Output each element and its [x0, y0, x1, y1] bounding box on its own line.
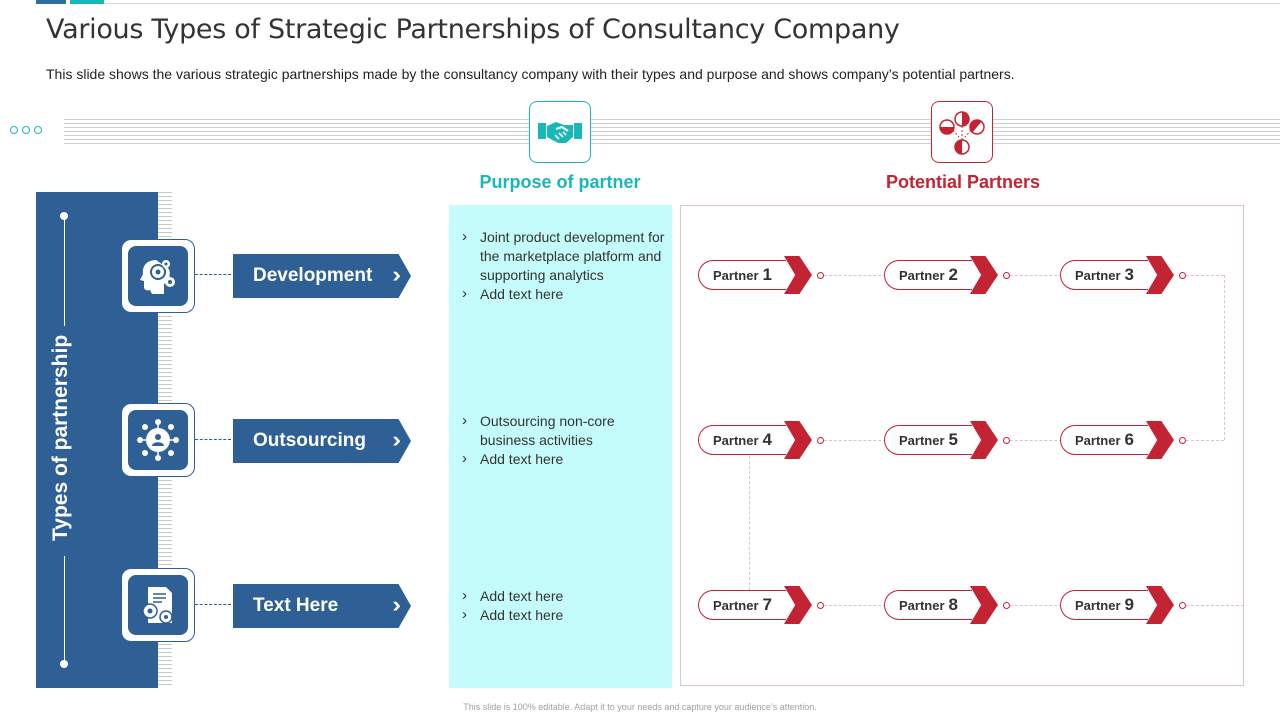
- decor-stripes: [64, 119, 1280, 145]
- partner-label: Partner: [1075, 597, 1121, 613]
- connector-dot: [1003, 602, 1010, 609]
- type-connector: [195, 274, 231, 275]
- connector-dot: [1003, 272, 1010, 279]
- connector-dot: [1179, 272, 1186, 279]
- purpose-list-development: Joint product development for the market…: [460, 227, 665, 304]
- top-accent-bar-teal: [70, 0, 104, 4]
- double-chevron-icon: ››: [392, 592, 400, 617]
- purpose-bullet: Add text here: [460, 605, 665, 625]
- purpose-bullet: Add text here: [460, 449, 665, 469]
- type-label: Text Here: [253, 595, 339, 616]
- partner-label: Partner: [713, 267, 759, 283]
- type-label: Development: [253, 265, 373, 286]
- purpose-bullet: Joint product development for the market…: [460, 227, 665, 285]
- connector-dot: [1179, 437, 1186, 444]
- partner-link: [1010, 275, 1062, 276]
- double-chevron-icon: ››: [392, 262, 400, 287]
- partners-heading: Potential Partners: [885, 172, 1041, 192]
- partner-link: [1010, 605, 1062, 606]
- purpose-bullet: Outsourcing non-core business activities: [460, 411, 665, 450]
- connector-dot: [1003, 437, 1010, 444]
- purpose-heading: Purpose of partner: [479, 172, 641, 192]
- types-heading: Types of partnership: [49, 334, 72, 541]
- type-connector: [195, 439, 231, 440]
- partner-link: [1186, 275, 1224, 276]
- partner-number: 6: [1124, 430, 1134, 449]
- partner-label: Partner: [899, 597, 945, 613]
- purpose-list-text-here: Add text here Add text here: [460, 586, 665, 625]
- partners-frame: [680, 205, 1244, 686]
- partner-label: Partner: [899, 432, 945, 448]
- decor-dots: [10, 126, 46, 136]
- partner-link: [1224, 275, 1225, 440]
- decor-dot: [22, 126, 30, 134]
- type-outsourcing: Outsourcing ››: [233, 419, 411, 463]
- partner-label: Partner: [899, 267, 945, 283]
- footer-note: This slide is 100% editable. Adapt it to…: [463, 702, 817, 712]
- page-subtitle: This slide shows the various strategic p…: [46, 66, 1015, 82]
- partner-link: [1186, 440, 1224, 441]
- partners-network-icon: [931, 101, 993, 163]
- connector-dot: [817, 602, 824, 609]
- document-gears-icon: [121, 568, 195, 642]
- type-text-here: Text Here ››: [233, 584, 411, 628]
- partner-label: Partner: [713, 432, 759, 448]
- panel-dot-bottom: [60, 660, 68, 668]
- partner-label: Partner: [1075, 432, 1121, 448]
- partner-link: [1010, 440, 1062, 441]
- brain-gears-icon: [121, 239, 195, 313]
- partner-number: 1: [762, 265, 772, 284]
- panel-line-top: [64, 216, 65, 326]
- partner-link: [824, 275, 886, 276]
- top-accent-bar-blue: [36, 0, 66, 4]
- partner-number: 9: [1124, 595, 1134, 614]
- connector-dot: [1179, 602, 1186, 609]
- partner-link: [824, 605, 886, 606]
- partner-link: [1186, 605, 1244, 606]
- purpose-bullet: Add text here: [460, 586, 665, 606]
- connector-dot: [817, 272, 824, 279]
- handshake-icon: [529, 101, 591, 163]
- top-divider: [104, 3, 1280, 4]
- partner-number: 2: [948, 265, 958, 284]
- partner-number: 3: [1124, 265, 1134, 284]
- panel-dot-top: [60, 212, 68, 220]
- partner-link: [749, 456, 750, 590]
- connector-dot: [817, 437, 824, 444]
- partner-number: 5: [948, 430, 958, 449]
- partner-label: Partner: [713, 597, 759, 613]
- partner-number: 4: [762, 430, 772, 449]
- type-development: Development ››: [233, 254, 411, 298]
- partner-number: 7: [762, 595, 772, 614]
- panel-line-bottom: [64, 556, 65, 664]
- type-connector: [195, 604, 231, 605]
- partner-label: Partner: [1075, 267, 1121, 283]
- type-label: Outsourcing: [253, 430, 366, 451]
- partner-link: [824, 440, 886, 441]
- double-chevron-icon: ››: [392, 427, 400, 452]
- decor-dot: [10, 126, 18, 134]
- purpose-bullet: Add text here: [460, 284, 665, 304]
- decor-dot: [34, 126, 42, 134]
- purpose-list-outsourcing: Outsourcing non-core business activities…: [460, 411, 665, 469]
- partner-number: 8: [948, 595, 958, 614]
- network-people-icon: [121, 403, 195, 477]
- page-title: Various Types of Strategic Partnerships …: [46, 14, 900, 45]
